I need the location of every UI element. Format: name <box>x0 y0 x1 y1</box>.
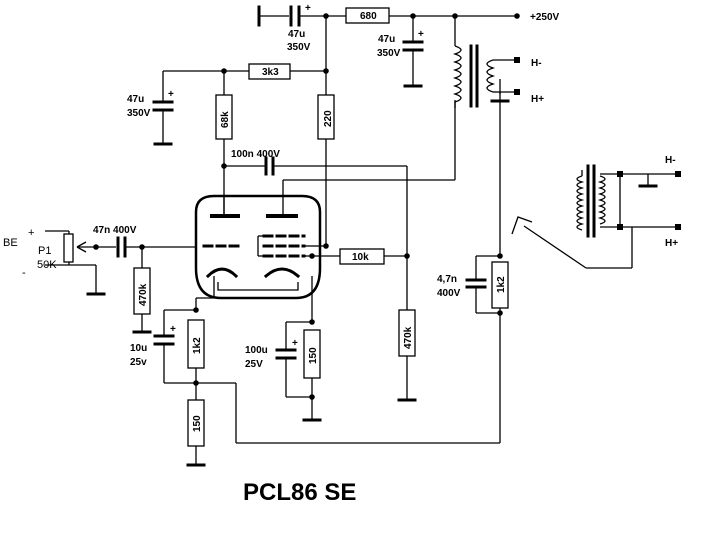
c-coupling-label: 100n 400V <box>231 149 280 160</box>
resistor-470k-right-label: 470k <box>403 326 414 349</box>
output-transformer <box>452 16 518 108</box>
cathode2-network <box>275 321 322 422</box>
c-left-voltage: 350V <box>127 108 151 119</box>
resistor-10k-label: 10k <box>352 252 369 263</box>
resistor-220-label: 220 <box>323 110 334 127</box>
diagram-title: PCL86 SE <box>243 479 356 506</box>
resistor-150-bottom-label: 150 <box>192 415 203 432</box>
inset-h-plus-label: H+ <box>665 238 678 249</box>
inset-transformer-detail <box>511 164 678 269</box>
inset-h-minus-label: H- <box>665 155 676 166</box>
tube-pcl86 <box>194 194 322 300</box>
resistor-68k-label: 68k <box>220 111 231 128</box>
capacitor-coupling <box>224 156 408 310</box>
resistor-1k2-fb-label: 1k2 <box>496 276 507 293</box>
h-plus-label: H+ <box>531 94 544 105</box>
resistor-150-cathode-label: 150 <box>308 347 319 364</box>
c-top-voltage: 350V <box>287 42 311 53</box>
polarity-plus-filter: + <box>418 29 424 40</box>
resistor-68k <box>215 71 233 214</box>
capacitor-filter <box>402 16 424 88</box>
c-cathode1-value: 10u <box>130 343 147 354</box>
input-minus-label: - <box>22 267 26 279</box>
resistor-3k3-label: 3k3 <box>262 67 279 78</box>
input-plus-label: + <box>28 227 34 239</box>
c-top-value: 47u <box>288 29 305 40</box>
c-fb-voltage: 400V <box>437 288 461 299</box>
c-filter-voltage: 350V <box>377 48 401 59</box>
c-left-value: 47u <box>127 94 144 105</box>
resistor-10k <box>339 248 407 265</box>
input-be-label: BE <box>3 237 18 249</box>
resistor-680-label: 680 <box>360 11 377 22</box>
polarity-plus-top: + <box>305 3 311 14</box>
cathode1-network <box>153 309 206 467</box>
resistor-3k3 <box>163 63 326 80</box>
polarity-plus-c1: + <box>170 324 176 335</box>
feedback-network <box>465 255 509 443</box>
resistor-220 <box>317 94 335 236</box>
c-filter-value: 47u <box>378 34 395 45</box>
c-cathode2-voltage: 25V <box>245 359 263 370</box>
pot-value-label: 50K <box>37 259 57 271</box>
c-fb-value: 4,7n <box>437 274 457 285</box>
h-minus-label: H- <box>531 58 542 69</box>
polarity-plus-c2: + <box>292 338 298 349</box>
resistor-680 <box>345 7 390 24</box>
resistor-470k-right <box>397 309 417 402</box>
resistor-470k-grid-label: 470k <box>138 283 149 306</box>
input-network <box>45 230 196 334</box>
resistor-1k2-cathode-label: 1k2 <box>192 337 203 354</box>
c-input-label: 47n 400V <box>93 225 137 236</box>
capacitor-left <box>152 71 174 146</box>
supply-label: +250V <box>530 12 560 23</box>
pot-name-label: P1 <box>38 245 51 257</box>
c-cathode2-value: 100u <box>245 345 268 356</box>
polarity-plus-left: + <box>168 89 174 100</box>
c-cathode1-voltage: 25v <box>130 357 147 368</box>
